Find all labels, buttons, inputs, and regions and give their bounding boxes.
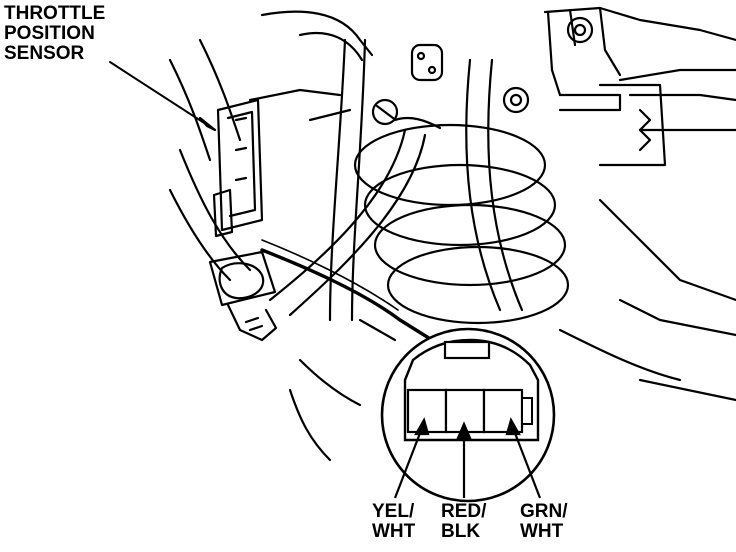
engine-block-outline (168, 6, 736, 462)
connector-detail-view (380, 327, 556, 503)
component-label-line-3: SENSOR (4, 42, 85, 64)
wire-label-line: WHT (520, 520, 564, 542)
wire-label-red-blk: RED/ BLK (441, 502, 486, 542)
sensor-harness-connector (208, 250, 278, 342)
wire-label-line: RED/ (441, 501, 487, 522)
wire-label-line: YEL/ (372, 501, 415, 522)
hose-right (465, 58, 524, 312)
wire-label-line: GRN/ (520, 501, 568, 522)
throttle-spring (353, 123, 570, 325)
component-label-line-2: POSITION (4, 22, 95, 44)
throttle-position-sensor-body (212, 98, 264, 238)
wire-label-yel-wht: YEL/ WHT (372, 502, 415, 542)
component-label-line-1: THROTTLE (4, 3, 106, 24)
label-pointer-line (109, 61, 216, 131)
component-label: THROTTLE POSITION SENSOR (4, 4, 105, 64)
wire-label-grn-wht: GRN/ WHT (520, 502, 568, 542)
upper-bracket (371, 16, 667, 167)
hose-center (268, 128, 427, 317)
wire-leader-arrows (393, 417, 542, 499)
wire-label-line: WHT (372, 520, 416, 542)
hose-left (328, 38, 367, 322)
harness-wire (260, 248, 434, 342)
wire-label-line: BLK (441, 520, 481, 542)
